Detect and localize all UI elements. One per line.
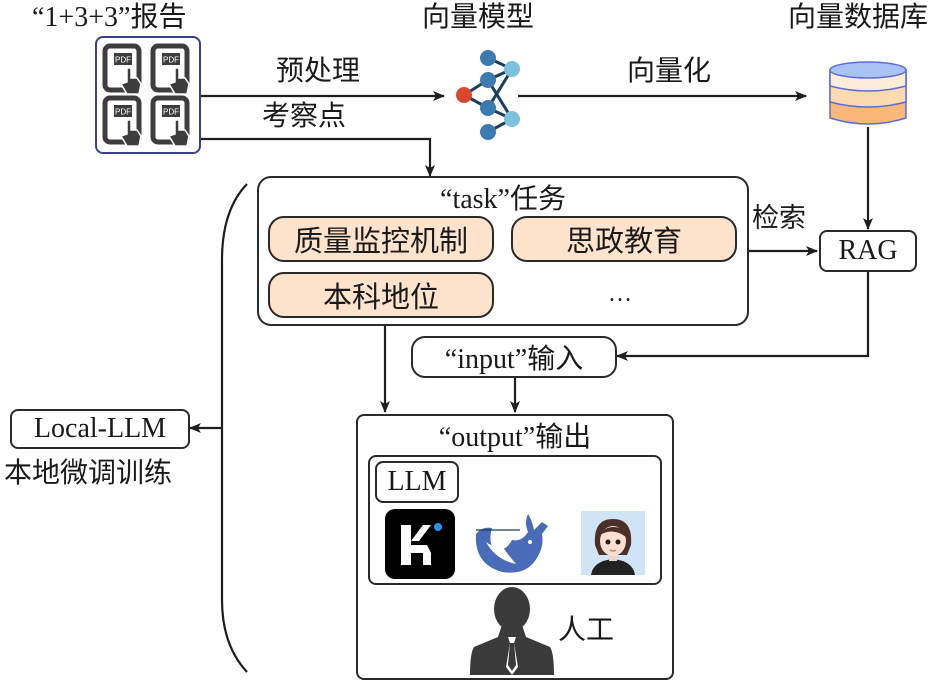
neural-network-icon (456, 50, 520, 140)
kimi-logo-icon (385, 509, 455, 579)
deepseek-logo-icon (475, 514, 548, 573)
human-label: 人工 (558, 615, 615, 646)
output-title: “output”输出 (438, 422, 592, 453)
vector-db-title: 向量数据库 (788, 2, 929, 33)
pdf-icon-grid: PDF (102, 43, 199, 152)
inspection-points-arrow (201, 137, 435, 177)
rag-box[interactable]: RAG (819, 230, 917, 272)
human-person-icon (470, 587, 554, 675)
inspection-points-label: 考察点 (262, 101, 347, 132)
retrieve-label: 检索 (752, 203, 806, 233)
rag-to-input-arrow (616, 272, 870, 361)
reports-title: “1+3+3”报告 (32, 2, 187, 33)
input-box[interactable]: “input”输入 (411, 336, 617, 378)
local-llm-box[interactable]: Local-LLM (10, 409, 190, 449)
llm-label-box: LLM (375, 461, 459, 503)
task-title: “task”任务 (440, 184, 566, 215)
task-item-ideological-education[interactable]: 思政教育 (511, 216, 737, 262)
task-item-undergraduate-status[interactable]: 本科地位 (268, 272, 494, 318)
assistant-avatar-icon (581, 511, 645, 575)
vectorize-label: 向量化 (627, 56, 712, 87)
vector-model-title: 向量模型 (422, 2, 535, 33)
svg-text:PDF: PDF (115, 56, 131, 65)
task-more-ellipsis: … (608, 281, 632, 307)
database-icon (829, 61, 907, 125)
preprocess-label: 预处理 (276, 56, 361, 87)
feedback-bracket (220, 183, 248, 673)
task-item-quality-monitoring[interactable]: 质量监控机制 (268, 216, 494, 262)
local-llm-caption: 本地微调训练 (4, 458, 173, 489)
reports-box: PDF (95, 36, 201, 154)
